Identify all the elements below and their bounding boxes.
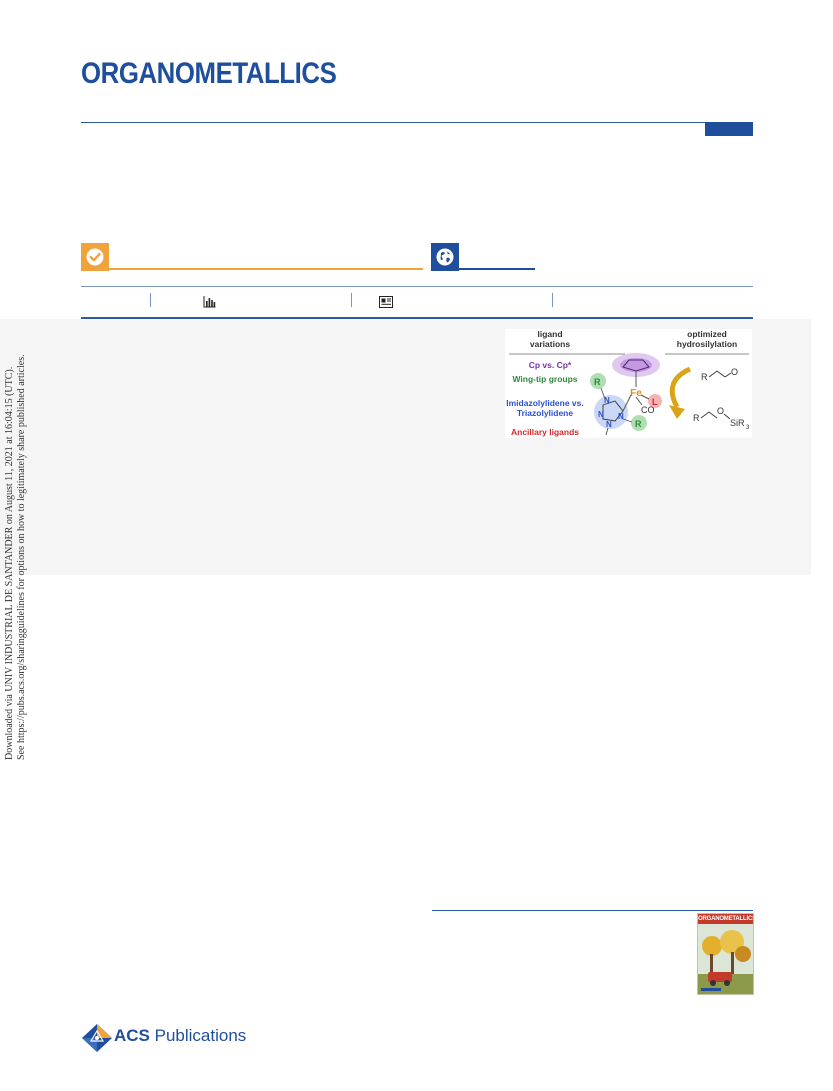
toc-right-heading-2: hydrosilylation xyxy=(677,339,737,349)
toc-n2: N xyxy=(598,410,604,419)
acs-wordmark-bold: ACS xyxy=(114,1026,150,1045)
toc-r-right: R xyxy=(635,419,642,429)
cover-title: ORGANOMETALLICS xyxy=(698,914,754,924)
acs-publications-wordmark[interactable]: ACS Publications xyxy=(114,1026,246,1046)
toc-aldehyde-r: R xyxy=(701,372,708,382)
toc-variation-4: Ancillary ligands xyxy=(511,427,579,437)
toc-metal: Fe xyxy=(630,388,642,399)
download-notice-line-1: Downloaded via UNIV INDUSTRIAL DE SANTAN… xyxy=(4,366,15,760)
journal-cover-thumbnail[interactable]: ORGANOMETALLICS xyxy=(697,913,754,995)
metrics-bar-bottom-rule xyxy=(81,317,753,319)
metrics-bar-top-rule xyxy=(81,286,753,287)
toc-product-silyl: SiR xyxy=(730,418,745,428)
authorchoice-underline xyxy=(459,268,535,270)
toc-left-heading-1: ligand xyxy=(537,329,562,339)
metrics-divider xyxy=(150,293,151,307)
open-access-underline xyxy=(109,268,423,270)
metrics-divider xyxy=(552,293,553,307)
toc-ancillary: L xyxy=(652,397,658,407)
toc-left-heading-2: variations xyxy=(530,339,570,349)
acs-logo-icon xyxy=(81,1023,113,1058)
header-accent-tab xyxy=(705,122,753,136)
footnote-rule xyxy=(432,910,753,911)
toc-n4: N xyxy=(618,412,624,421)
open-access-badge[interactable] xyxy=(81,243,109,271)
globe-icon xyxy=(436,248,454,266)
toc-r-left: R xyxy=(594,377,601,387)
download-notice: Downloaded via UNIV INDUSTRIAL DE SANTAN… xyxy=(4,320,28,760)
download-notice-line-2: See https://pubs.acs.org/sharingguidelin… xyxy=(16,354,27,760)
toc-carbonyl: CO xyxy=(641,405,655,415)
toc-variation-3a: Imidazolylidene vs. xyxy=(506,398,583,408)
bar-chart-icon[interactable] xyxy=(203,295,216,313)
toc-n1: N xyxy=(604,396,610,405)
header-rule xyxy=(81,122,753,123)
metrics-divider xyxy=(351,293,352,307)
toc-graphic[interactable]: ligand variations optimized hydrosilylat… xyxy=(505,329,752,438)
article-recommendations-icon[interactable] xyxy=(379,295,393,313)
toc-variation-3b: Triazolylidene xyxy=(517,408,573,418)
toc-aldehyde-o: O xyxy=(731,367,738,377)
authorchoice-badge[interactable] xyxy=(431,243,459,271)
toc-product-o: O xyxy=(717,406,724,416)
journal-logo: ORGANOMETALLICS xyxy=(81,57,337,90)
toc-n3: N xyxy=(606,420,612,429)
check-circle-icon xyxy=(86,248,104,266)
toc-variation-2: Wing-tip groups xyxy=(512,374,577,384)
toc-product-r: R xyxy=(693,413,700,423)
toc-product-silyl-sub: 3 xyxy=(746,425,750,431)
toc-variation-1: Cp vs. Cp* xyxy=(529,360,572,370)
toc-right-heading-1: optimized xyxy=(687,329,727,339)
acs-wordmark-rest: Publications xyxy=(149,1026,247,1045)
